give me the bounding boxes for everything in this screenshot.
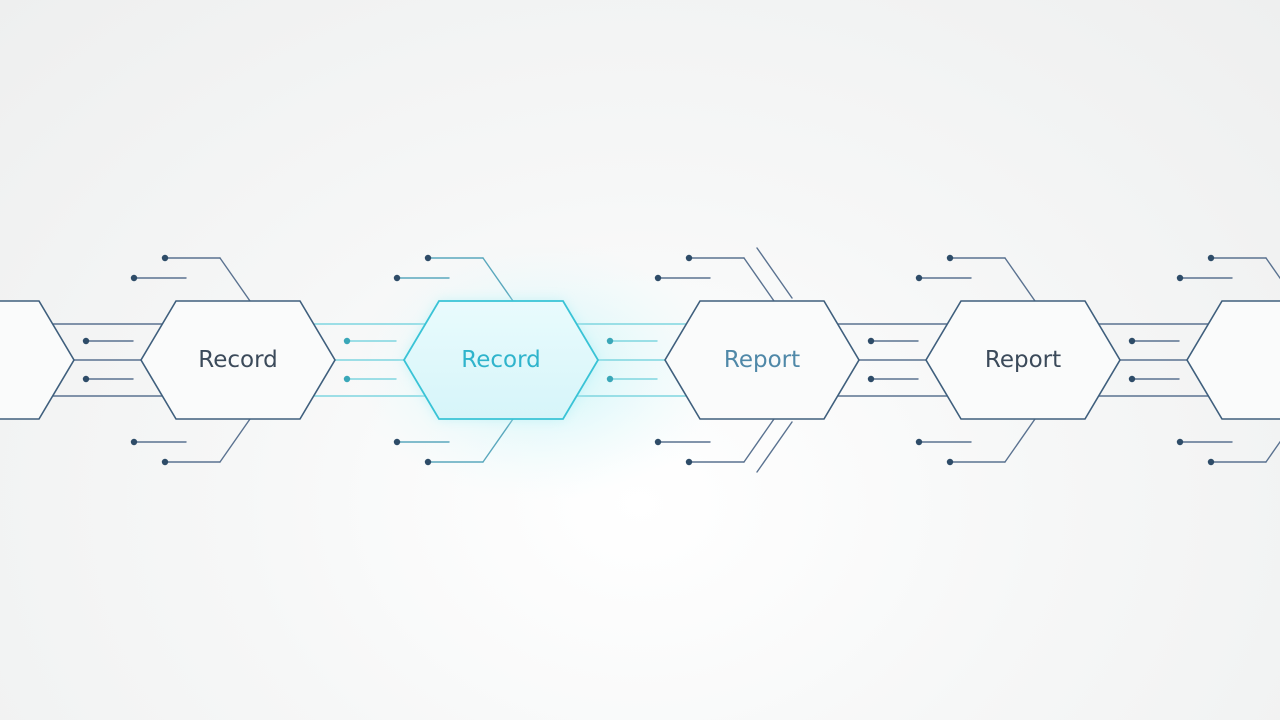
hex-node[interactable]: Report	[925, 300, 1121, 420]
hex-node[interactable]: Record	[140, 300, 336, 420]
trace-dot	[130, 438, 138, 446]
hex-label: Report	[985, 347, 1061, 373]
trace-dot	[654, 274, 662, 282]
trace-dot	[424, 254, 432, 262]
hex-shape	[925, 300, 1121, 420]
connector-dot	[82, 375, 90, 383]
hex-shape	[140, 300, 336, 420]
trace-top	[482, 257, 514, 302]
hex-shape	[402, 300, 600, 420]
hex-label: Record	[198, 347, 277, 373]
trace-dot	[946, 458, 954, 466]
trace-top	[1004, 257, 1036, 302]
trace-dot	[1207, 458, 1215, 466]
trace-top	[219, 257, 251, 302]
connector-dot	[606, 375, 614, 383]
trace-dot	[130, 274, 138, 282]
trace-dot	[424, 458, 432, 466]
trace-dot	[393, 438, 401, 446]
trace-dot	[946, 254, 954, 262]
trace-accent	[756, 247, 793, 299]
connector-dot	[1128, 337, 1136, 345]
trace-top	[743, 257, 775, 302]
hex-node[interactable]	[1186, 300, 1280, 420]
trace-dot	[161, 458, 169, 466]
hex-label: Record	[461, 347, 540, 373]
connector-dot	[1128, 375, 1136, 383]
trace-bottom	[1265, 440, 1280, 463]
trace-dot	[685, 254, 693, 262]
trace-dot	[1207, 254, 1215, 262]
hex-node[interactable]: Record	[402, 300, 600, 420]
trace-dot	[685, 458, 693, 466]
trace-dot	[654, 438, 662, 446]
hex-shape	[664, 300, 860, 420]
trace-dot	[393, 274, 401, 282]
hex-node[interactable]: Report	[664, 300, 860, 420]
trace-dot	[161, 254, 169, 262]
hex-label: Report	[724, 347, 800, 373]
trace-dot	[915, 274, 923, 282]
nodes-layer: Record Record Report Report	[0, 300, 1280, 420]
connector-dot	[867, 375, 875, 383]
connector-dot	[343, 375, 351, 383]
trace-dot	[915, 438, 923, 446]
hex-shape	[1186, 300, 1280, 420]
connector-dot	[343, 337, 351, 345]
trace-top	[1265, 257, 1280, 280]
trace-dot	[1176, 438, 1184, 446]
trace-bottom	[1004, 418, 1036, 463]
connector-dot	[867, 337, 875, 345]
connector-dot	[606, 337, 614, 345]
hex-node[interactable]	[0, 300, 75, 420]
trace-dot	[1176, 274, 1184, 282]
trace-bottom	[219, 418, 251, 463]
hex-shape	[0, 300, 75, 420]
trace-bottom	[743, 418, 775, 463]
connector-dot	[82, 337, 90, 345]
connector-lines-layer	[38, 247, 1280, 473]
trace-accent	[756, 421, 793, 473]
trace-bottom	[482, 418, 514, 463]
